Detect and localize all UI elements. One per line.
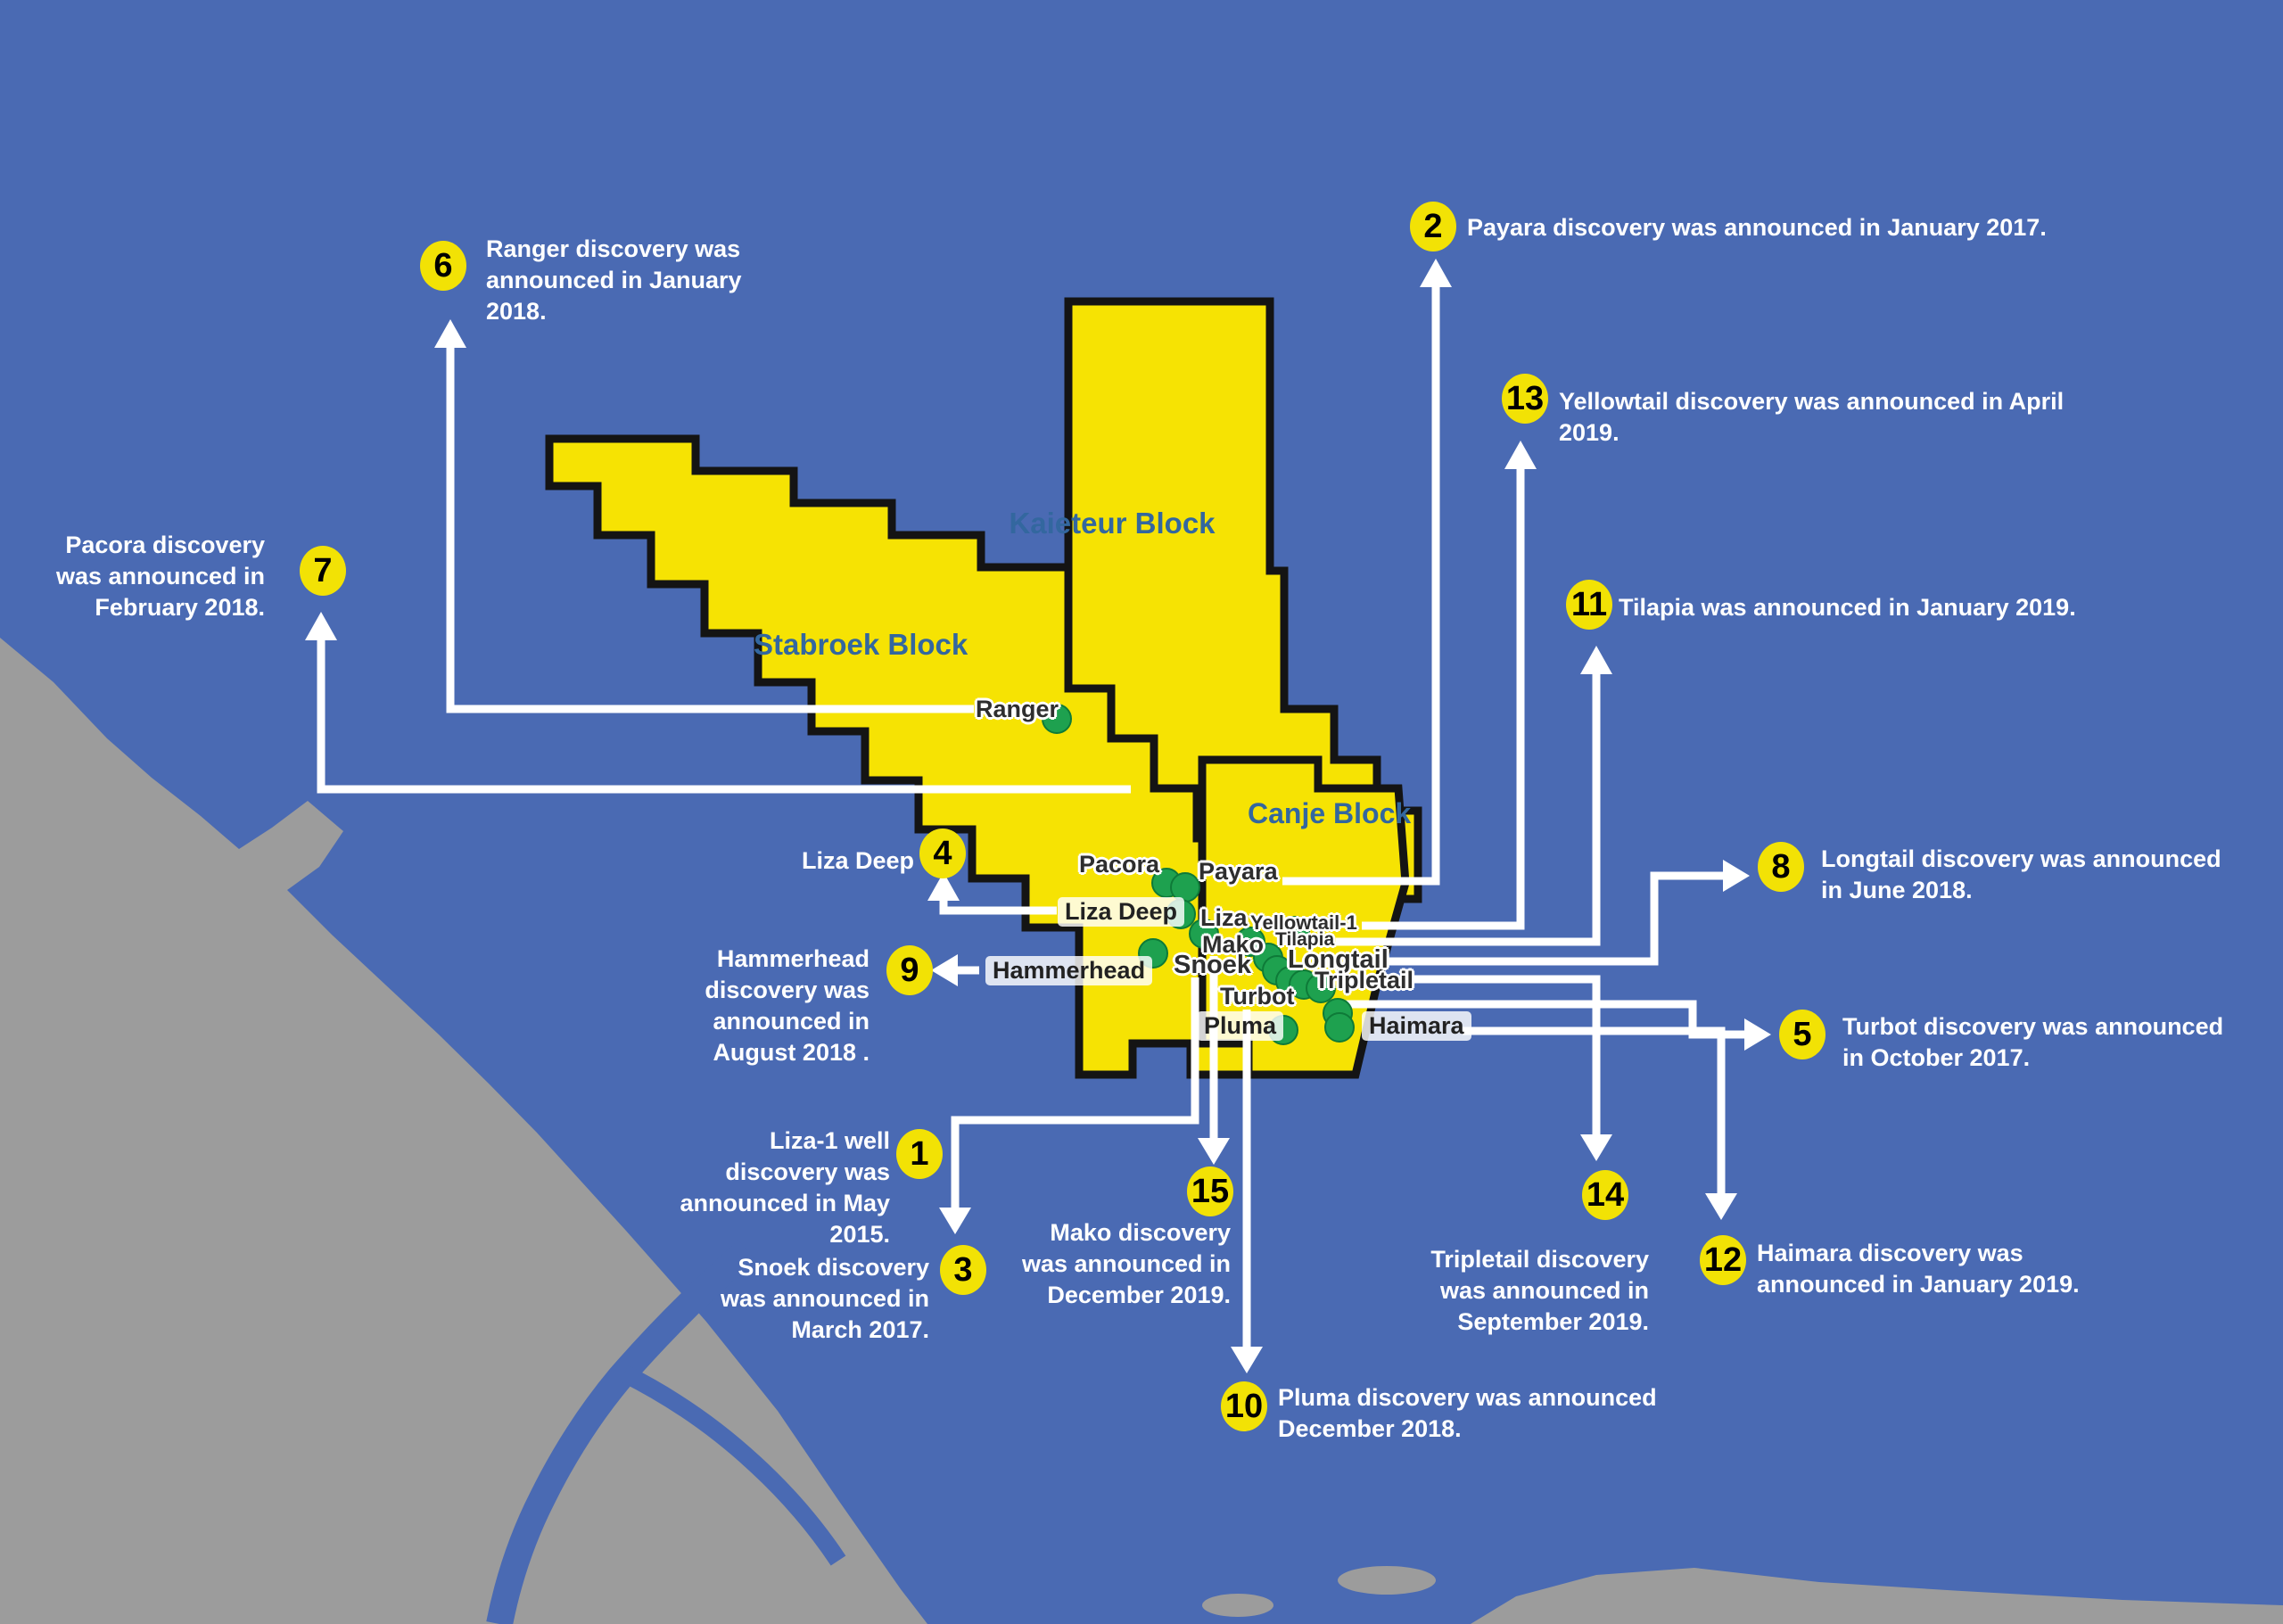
annotation-liza-deep: Liza Deep (801, 847, 914, 874)
annotation-pacora: Pacora discovery was announced in Februa… (55, 532, 265, 621)
annotation-liza1: Liza-1 well discovery was announced in M… (680, 1127, 890, 1248)
callout-number-5: 5 (1779, 1010, 1826, 1059)
connector-payara-2 (1282, 278, 1440, 886)
field-label-tripletail: Tripletail (1315, 967, 1414, 993)
callout-number-4: 4 (919, 828, 966, 878)
field-label-turbot: Turbot (1220, 983, 1295, 1010)
annotation-tilapia: Tilapia was announced in January 2019. (1619, 594, 2076, 621)
annotation-longtail: Longtail discovery was announced in June… (1821, 845, 2221, 903)
islet (1202, 1594, 1273, 1617)
field-label-yellowtail-1: Yellowtail-1 (1250, 911, 1357, 934)
arrowhead-right (1744, 1018, 1771, 1051)
arrowhead-up (305, 612, 337, 640)
discovery-marker (1189, 919, 1219, 949)
field-label-longtail: Longtail (1288, 945, 1389, 974)
connector-ranger-6 (446, 339, 974, 713)
field-label-snoek: Snoek (1174, 951, 1252, 979)
field-label-hammerhead: Hammerhead (985, 956, 1153, 985)
discovery-markers (1042, 704, 1355, 1045)
connector-snoek-3 (951, 977, 1199, 1215)
land-southeast (1471, 1568, 2283, 1624)
block-label-stabroek: Stabroek Block (754, 628, 968, 661)
arrowhead-down (1198, 1138, 1230, 1165)
discovery-marker (1306, 973, 1336, 1003)
annotation-ranger: Ranger discovery was announced in Januar… (486, 235, 742, 325)
arrowhead-up (1420, 259, 1452, 287)
field-label-pluma: Pluma (1197, 1011, 1284, 1041)
field-label-payara: Payara (1199, 858, 1278, 885)
callout-number-6: 6 (420, 241, 466, 291)
arrowhead-down (1580, 1134, 1612, 1161)
field-label-liza-deep: Liza Deep (1058, 897, 1185, 927)
callout-number-12: 12 (1700, 1235, 1746, 1285)
arrowhead-down (939, 1208, 971, 1234)
annotation-payara: Payara discovery was announced in Januar… (1467, 214, 2047, 241)
callout-number-9: 9 (886, 945, 933, 995)
connector-lines (317, 278, 1751, 1354)
callout-number-10: 10 (1221, 1381, 1267, 1431)
connector-tilapia-11 (1336, 665, 1601, 946)
annotation-haimara: Haimara discovery was announced in Janua… (1757, 1240, 2080, 1298)
annotation-yellowtail: Yellowtail discovery was announced in Ap… (1559, 388, 2065, 446)
discovery-marker-haimara (1324, 1012, 1355, 1043)
callout-number-7: 7 (300, 546, 346, 596)
callout-number-8: 8 (1758, 842, 1804, 892)
callout-number-15: 15 (1187, 1166, 1233, 1216)
river (620, 1365, 846, 1566)
annotation-pluma: Pluma discovery was announced December 2… (1278, 1384, 1657, 1442)
callout-number-13: 13 (1502, 374, 1548, 424)
annotation-snoek: Snoek discovery was announced in March 2… (720, 1254, 929, 1343)
connector-yellowtail-13 (1362, 460, 1525, 930)
callout-number-1: 1 (896, 1129, 943, 1179)
callout-number-14: 14 (1582, 1170, 1628, 1220)
callout-number-11: 11 (1566, 580, 1612, 630)
arrowhead-left (931, 954, 958, 986)
arrowhead-up (927, 872, 960, 901)
field-label-haimara: Haimara (1362, 1011, 1471, 1041)
connector-arrowheads (305, 259, 1771, 1373)
connector-longtail-8 (1382, 871, 1730, 966)
arrowhead-down (1705, 1193, 1737, 1220)
field-label-mako: Mako (1202, 931, 1265, 958)
connector-tripletail-14 (1405, 975, 1601, 1142)
discovery-marker (1280, 916, 1310, 946)
canje-block-shape (1198, 755, 1410, 1079)
field-label-pacora: Pacora (1079, 851, 1160, 878)
arrowhead-up (1504, 441, 1537, 469)
field-label-liza: Liza (1200, 904, 1248, 931)
arrowhead-right (1723, 860, 1750, 892)
callout-number-2: 2 (1410, 202, 1456, 251)
block-label-canje: Canje Block (1248, 797, 1412, 829)
arrowhead-down (1231, 1347, 1263, 1373)
annotation-hammerhead: Hammerhead discovery was announced in Au… (705, 945, 870, 1066)
arrowhead-up (434, 319, 466, 348)
block-label-kaieteur: Kaieteur Block (1009, 507, 1216, 540)
connector-haimara-12 (1463, 1026, 1726, 1200)
islet (1338, 1566, 1436, 1595)
river (486, 1240, 756, 1624)
land-west (0, 638, 927, 1624)
connector-pacora-7 (317, 630, 1131, 794)
annotation-tripletail: Tripletail discovery was announced in Se… (1430, 1246, 1649, 1335)
annotation-mako: Mako discovery was announced in December… (1021, 1219, 1231, 1308)
callout-number-3: 3 (940, 1245, 986, 1295)
discovery-marker-ranger (1042, 704, 1072, 734)
annotation-turbot: Turbot discovery was announced in Octobe… (1842, 1013, 2224, 1071)
arrowhead-up (1580, 646, 1612, 674)
field-label-ranger: Ranger (976, 696, 1059, 722)
field-label-tilapia: Tilapia (1275, 929, 1335, 950)
